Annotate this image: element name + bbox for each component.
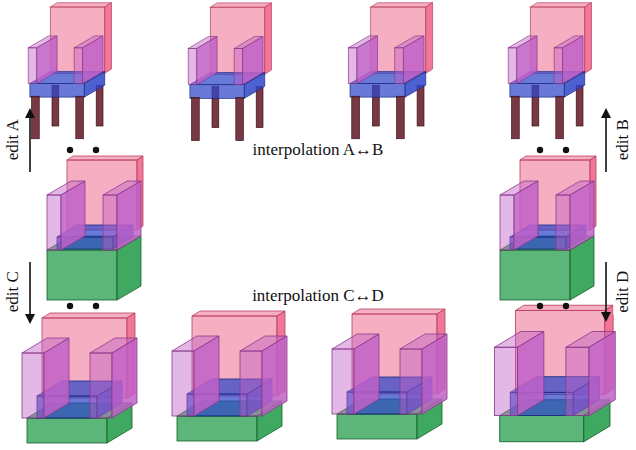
- chair-shape: [495, 305, 616, 442]
- chair-shape: [172, 311, 287, 441]
- chair-shape: [28, 3, 111, 139]
- chair-shape: [188, 3, 271, 141]
- chair-shape: [332, 309, 447, 439]
- edit-arrows: [30, 110, 606, 322]
- chair-shape: [47, 156, 143, 300]
- interpolation-label: interpolation A↔B: [251, 140, 386, 160]
- middle-chairs: [47, 156, 596, 300]
- chair-shape: [500, 156, 596, 300]
- edit-arrow: [605, 262, 607, 320]
- edit-arrow: [29, 262, 31, 322]
- edit-arrow: [29, 110, 31, 172]
- edit-arrow: [605, 110, 607, 172]
- bottom-chair-row: [22, 305, 615, 443]
- edit-label: edit A: [3, 117, 23, 162]
- top-chair-row: [28, 3, 591, 141]
- chair-shape: [508, 3, 591, 139]
- chair-shape: [22, 313, 137, 443]
- edit-label: edit B: [613, 117, 633, 162]
- edit-label: edit D: [613, 269, 633, 315]
- edit-label: edit C: [3, 269, 23, 314]
- chair-shape: [348, 3, 432, 139]
- ellipsis-dots: [67, 147, 569, 309]
- interpolation-label: interpolation C↔D: [250, 286, 386, 306]
